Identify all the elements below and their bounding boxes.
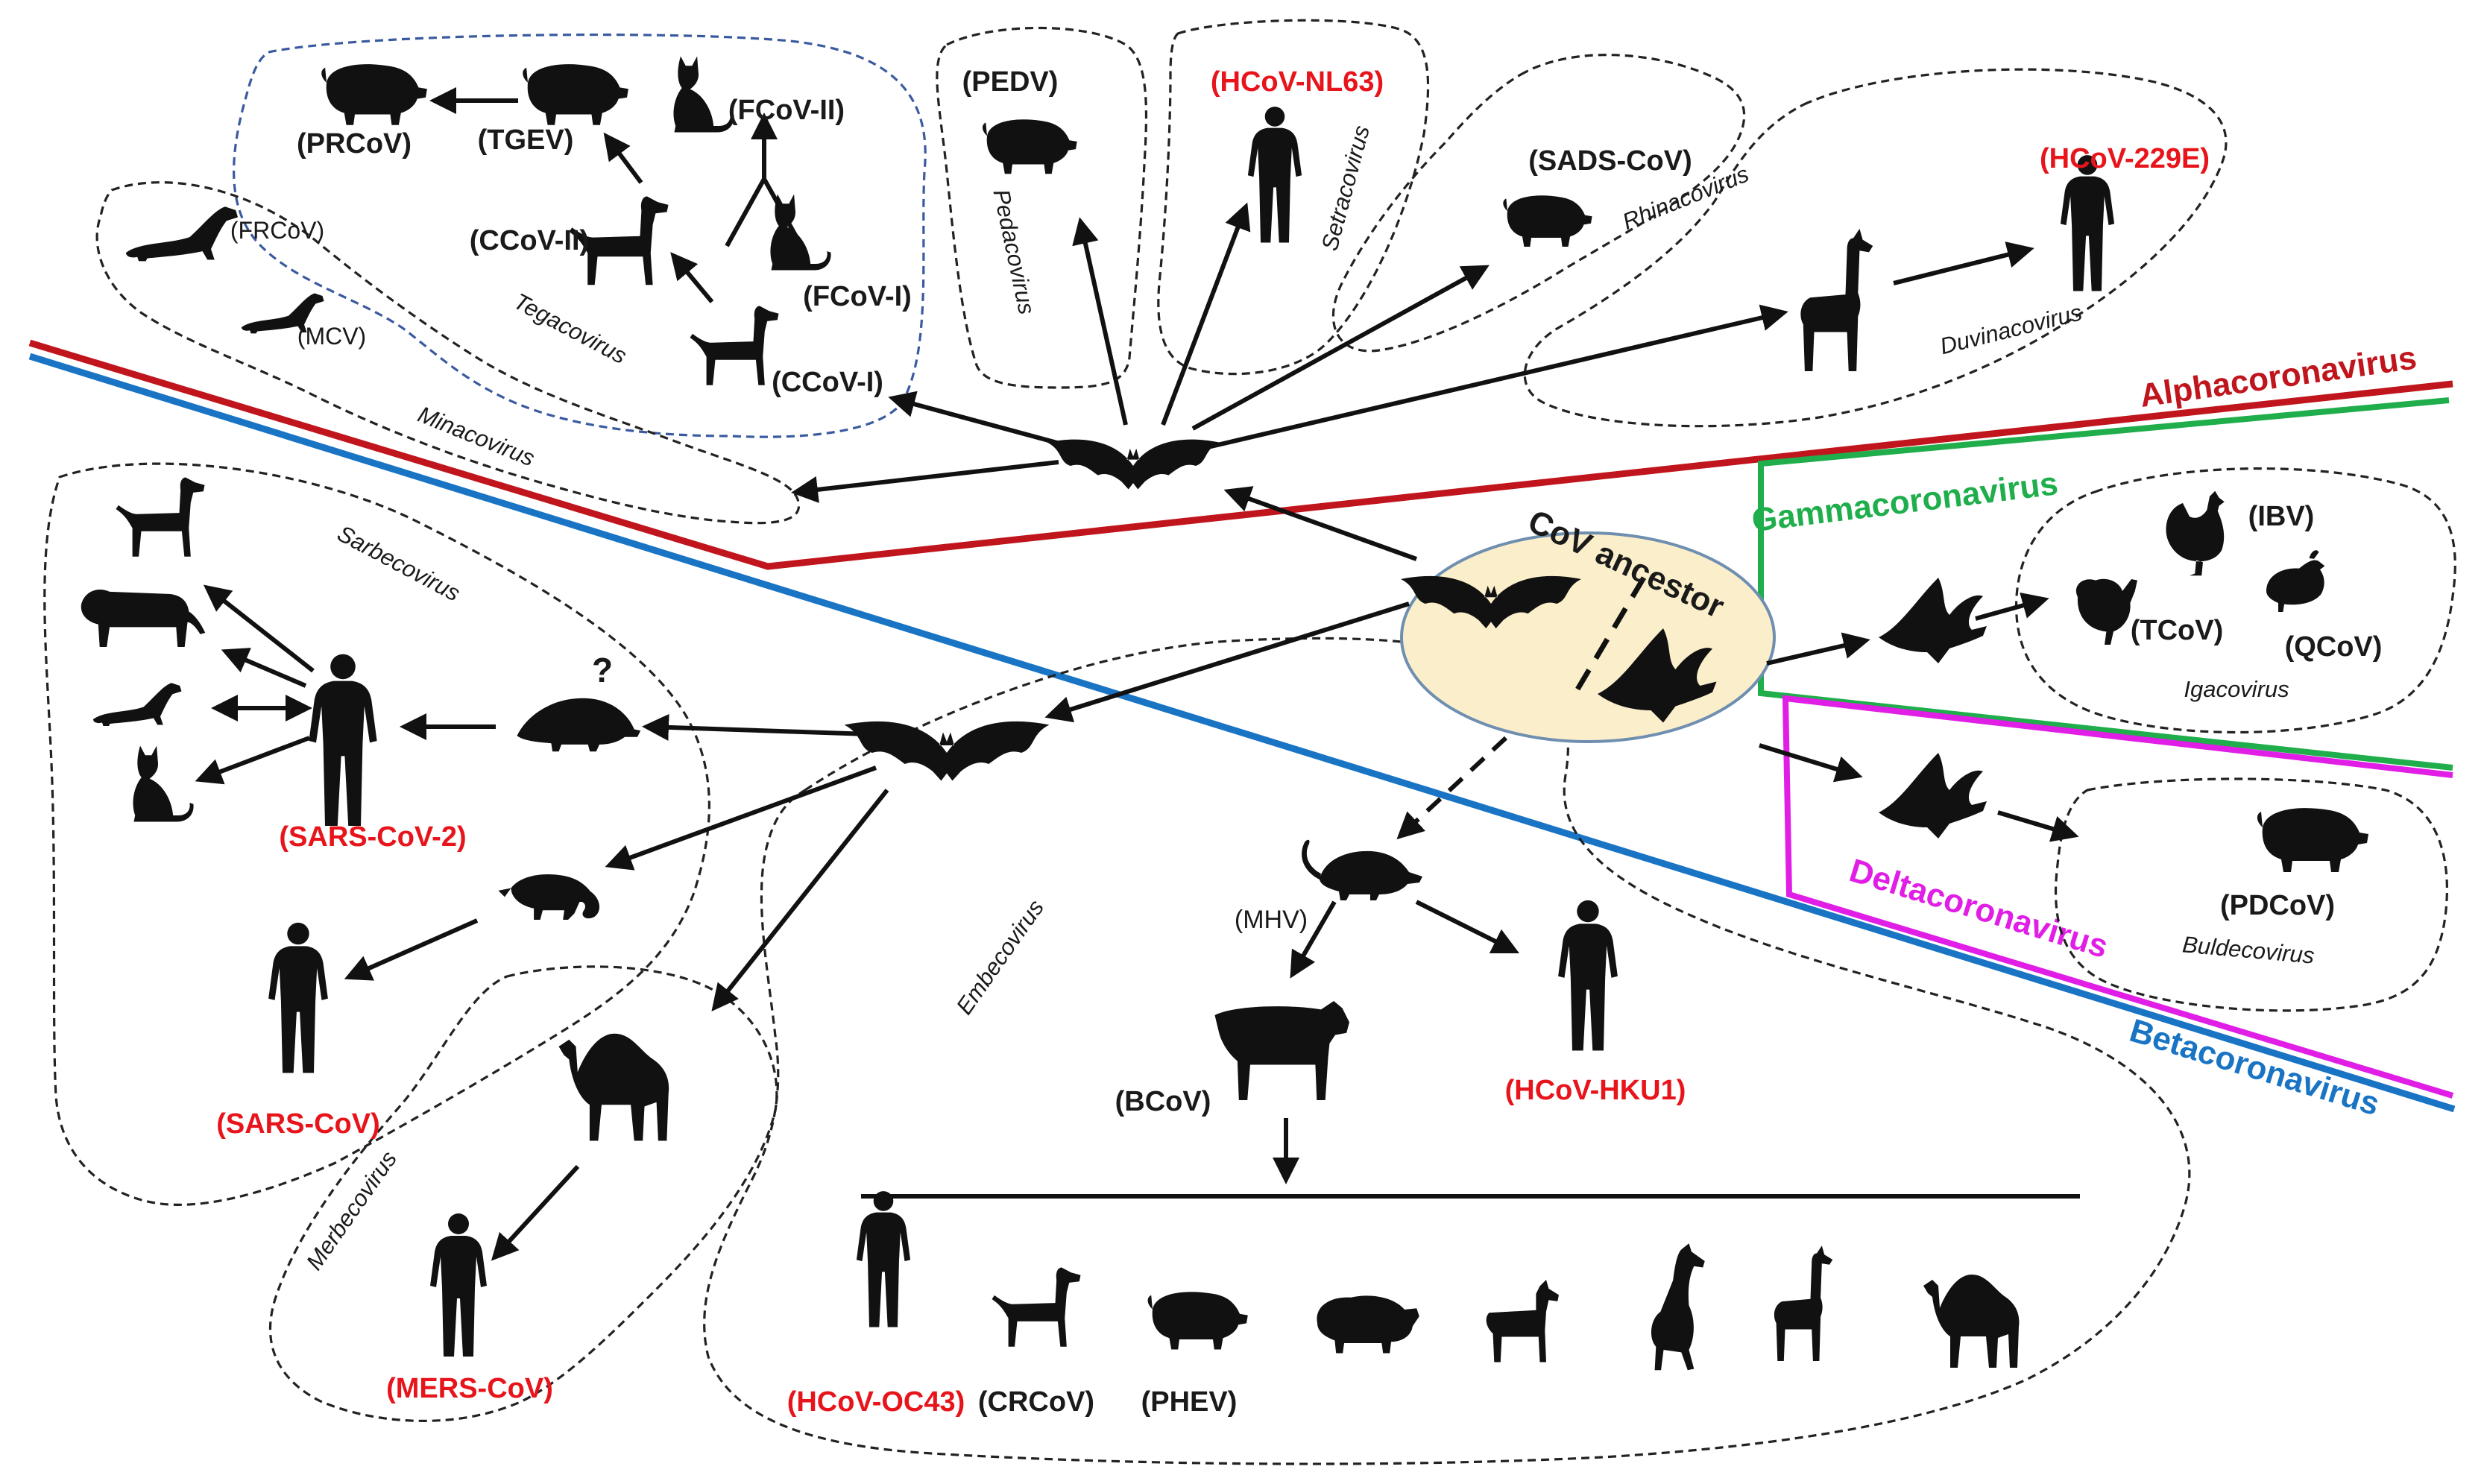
civet-icon (498, 874, 600, 920)
merbecovirus-group (269, 965, 778, 1422)
transmission-arrows (195, 87, 2079, 1261)
human-icon (309, 654, 377, 826)
human-icon (856, 1191, 911, 1327)
ferret-icon (126, 206, 239, 262)
mers-cov-label: (MERS-CoV) (386, 1373, 553, 1404)
mouse-icon (1302, 839, 1422, 900)
setracovirus-group (1157, 19, 1430, 376)
fcov2-label: (FCoV-II) (728, 95, 845, 126)
ibv-label: (IBV) (2248, 501, 2315, 532)
bird-icon (1879, 753, 1987, 839)
turkey-icon (2075, 578, 2137, 645)
tiger-icon (81, 590, 206, 647)
minacovirus-group (95, 181, 801, 525)
cat-icon (673, 56, 734, 133)
hcov-hku1-label: (HCoV-HKU1) (1505, 1075, 1686, 1106)
alpha-division-line (28, 339, 2453, 570)
ferret-icon (93, 683, 182, 726)
merbecovirus-label: Merbecovirus (301, 1146, 402, 1275)
pig-icon (321, 64, 427, 125)
dog-icon (690, 306, 779, 385)
embecovirus-label: Embecovirus (951, 895, 1049, 1020)
minacovirus-label: Minacovirus (414, 401, 538, 471)
betacoronavirus-label: Betacoronavirus (2125, 1012, 2383, 1123)
cat-icon (133, 745, 194, 822)
sads-cov-label: (SADS-CoV) (1528, 145, 1692, 177)
hcov-229e-label: (HCoV-229E) (2040, 143, 2210, 174)
human-icon (1247, 107, 1302, 243)
tegacovirus-group (233, 33, 927, 438)
hcov-nl63-label: (HCoV-NL63) (1211, 66, 1384, 98)
dog-icon (116, 477, 205, 557)
pig-icon (1503, 195, 1592, 247)
human-icon (2060, 155, 2115, 291)
pig-icon (1147, 1292, 1248, 1350)
phev-label: (PHEV) (1141, 1386, 1238, 1418)
camel-icon (1923, 1275, 2020, 1368)
fcov1-label: (FCoV-I) (803, 281, 912, 312)
cow-icon (1214, 1001, 1349, 1100)
gamma-division-line (1758, 397, 2453, 771)
ccov2-label: (CCoV-II) (470, 225, 589, 256)
pedacovirus-group (936, 26, 1148, 389)
bat-icon (1047, 439, 1220, 490)
llama-icon (1774, 1245, 1833, 1361)
pdcov-label: (PDCoV) (2220, 890, 2335, 921)
bcov-label: (BCoV) (1115, 1086, 1211, 1117)
llama-icon (1800, 228, 1873, 371)
sheep-icon (1317, 1295, 1419, 1354)
goat-icon (1486, 1280, 1559, 1363)
buldecovirus-label: Buldecovirus (2181, 931, 2316, 968)
pedacovirus-label: Pedacovirus (988, 187, 1040, 317)
chicken-icon (2166, 490, 2225, 576)
pig-icon (523, 64, 628, 125)
tgev-label: (TGEV) (478, 124, 574, 156)
pig-icon (2257, 808, 2368, 872)
prcov-label: (PRCoV) (297, 128, 412, 160)
deltacoronavirus-label: Deltacoronavirus (1845, 852, 2112, 965)
bird-icon (1879, 578, 1987, 663)
sarbecovirus-group (43, 462, 710, 1206)
sarbecovirus-label: Sarbecovirus (333, 520, 464, 607)
beta-division-line (28, 353, 2456, 1113)
sars-cov-2-label: (SARS-CoV-2) (279, 821, 466, 853)
embecovirus-group (703, 637, 2191, 1465)
cat-icon (770, 194, 831, 271)
horse-icon (1651, 1243, 1705, 1371)
frcov-label: (FRCoV) (230, 217, 324, 244)
qcov-label: (QCoV) (2285, 631, 2383, 663)
igacovirus-label: Igacovirus (2184, 676, 2289, 702)
duvinacovirus-group (1523, 68, 2228, 428)
human-icon (430, 1213, 487, 1357)
human-icon (268, 922, 328, 1073)
tegacovirus-label: Tegacovirus (509, 288, 631, 369)
crcov-label: (CRCoV) (978, 1386, 1094, 1418)
unknown-intermediate-mark: ? (592, 651, 613, 689)
human-icon (1558, 900, 1618, 1051)
buldecovirus-group (2055, 777, 2448, 1012)
camel-icon (558, 1033, 669, 1141)
setracovirus-label: Setracovirus (1317, 123, 1375, 253)
mcv-label: (MCV) (297, 323, 366, 350)
quail-icon (2266, 550, 2325, 612)
sars-cov-label: (SARS-CoV) (216, 1108, 380, 1140)
ccov1-label: (CCoV-I) (772, 367, 883, 398)
ancestor-divider (1570, 576, 1647, 698)
pangolin-icon (517, 698, 641, 752)
delta-division-line (1782, 695, 2454, 1099)
duvinacovirus-label: Duvinacovirus (1938, 299, 2084, 359)
rhinacovirus-group (1331, 54, 1746, 353)
gammacoronavirus-label: Gammacoronavirus (1750, 465, 2060, 539)
pig-icon (982, 119, 1077, 174)
mhv-label: (MHV) (1235, 906, 1308, 934)
tcov-label: (TCoV) (2131, 615, 2224, 646)
hcov-oc43-label: (HCoV-OC43) (787, 1386, 965, 1418)
dog-icon (992, 1267, 1081, 1347)
bat-icon (844, 721, 1050, 781)
pedv-label: (PEDV) (962, 66, 1059, 98)
